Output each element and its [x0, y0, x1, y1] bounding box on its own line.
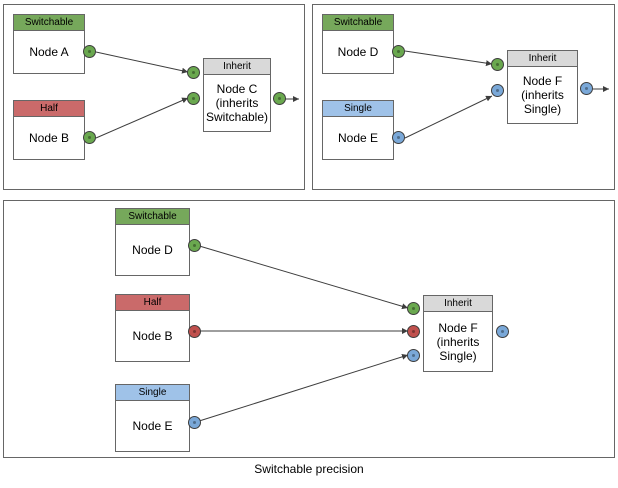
port-node-c-in-bottom[interactable] [187, 92, 200, 105]
node-f2-label-line2: (inherits [436, 334, 480, 349]
node-f2-label-line3: Single) [439, 348, 477, 363]
port-node-f2-out[interactable] [496, 325, 509, 338]
panel-switchable-precision [3, 200, 615, 458]
port-node-c-in-top[interactable] [187, 66, 200, 79]
node-a[interactable]: Switchable Node A [13, 14, 85, 74]
node-f-label: Node F (inherits Single) [508, 67, 577, 123]
node-f2-header: Inherit [424, 296, 492, 312]
port-node-f2-in-mid[interactable] [407, 325, 420, 338]
port-node-d2-out[interactable] [188, 239, 201, 252]
node-c-label: Node C (inherits Switchable) [204, 75, 270, 131]
node-b2-header: Half [116, 295, 189, 311]
node-c-label-line3: Switchable) [205, 110, 269, 124]
node-d2-label: Node D [132, 243, 173, 257]
node-b[interactable]: Half Node B [13, 100, 85, 160]
node-d-header: Switchable [323, 15, 393, 31]
node-e-header: Single [323, 101, 393, 117]
node-a-label: Node A [29, 45, 69, 59]
node-b-header: Half [14, 101, 84, 117]
port-node-a-out[interactable] [83, 45, 96, 58]
node-e2-label: Node E [132, 419, 173, 433]
port-node-b2-out[interactable] [188, 325, 201, 338]
node-c-header: Inherit [204, 59, 270, 75]
node-c-label-line2: (inherits [215, 96, 259, 110]
node-b2[interactable]: Half Node B [115, 294, 190, 362]
port-node-f2-in-top[interactable] [407, 302, 420, 315]
port-node-e2-out[interactable] [188, 416, 201, 429]
node-f-label-line2: (inherits [521, 88, 564, 102]
diagram-caption: Switchable precision [254, 462, 364, 476]
port-node-f2-in-bottom[interactable] [407, 349, 420, 362]
node-d2-header: Switchable [116, 209, 189, 225]
node-f2[interactable]: Inherit Node F (inherits Single) [423, 295, 493, 372]
node-f2-label-line1: Node F [438, 320, 478, 335]
port-node-e-out[interactable] [392, 131, 405, 144]
node-f-label-line3: Single) [523, 102, 562, 116]
node-e[interactable]: Single Node E [322, 100, 394, 160]
port-node-f-in-top[interactable] [491, 58, 504, 71]
port-node-c-out[interactable] [273, 92, 286, 105]
port-node-f-in-bottom[interactable] [491, 84, 504, 97]
port-node-d-out[interactable] [392, 45, 405, 58]
node-d[interactable]: Switchable Node D [322, 14, 394, 74]
node-f[interactable]: Inherit Node F (inherits Single) [507, 50, 578, 124]
node-e2-header: Single [116, 385, 189, 401]
node-b-label: Node B [28, 131, 70, 145]
node-d2[interactable]: Switchable Node D [115, 208, 190, 276]
node-c-label-line1: Node C [216, 82, 258, 96]
port-node-f-out[interactable] [580, 82, 593, 95]
node-a-header: Switchable [14, 15, 84, 31]
node-f-label-line1: Node F [522, 74, 563, 88]
node-c[interactable]: Inherit Node C (inherits Switchable) [203, 58, 271, 132]
port-node-b-out[interactable] [83, 131, 96, 144]
node-b2-label: Node B [132, 329, 173, 343]
node-e2[interactable]: Single Node E [115, 384, 190, 452]
node-d-label: Node D [337, 45, 379, 59]
node-e-label: Node E [337, 131, 379, 145]
node-f2-label: Node F (inherits Single) [424, 312, 492, 371]
node-f-header: Inherit [508, 51, 577, 67]
